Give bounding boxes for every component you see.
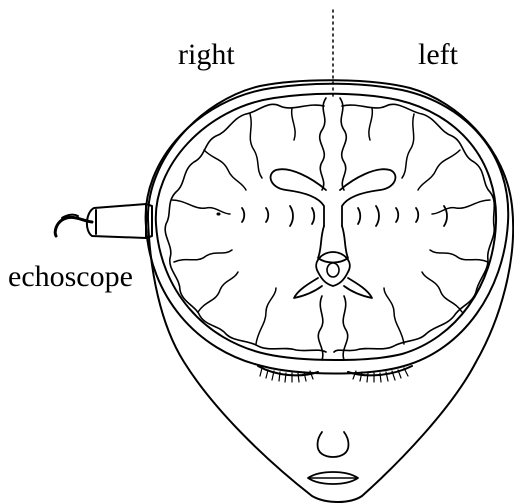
sulcus-left-7 [369, 108, 372, 140]
echo-mark-left-4 [416, 208, 418, 222]
temporal-horn-left [344, 278, 372, 298]
echo-mark-right-4 [312, 208, 314, 224]
sulcus-right-3 [172, 200, 230, 214]
sulcus-right-2 [204, 150, 246, 190]
sulcus-right-4 [174, 250, 232, 262]
longitudinal-fissure-right-edge [320, 98, 326, 190]
echo-mark-left-3 [396, 208, 398, 222]
sulcus-right-1 [250, 114, 262, 178]
sulcus-left-4 [430, 250, 488, 262]
echo-mark-left-2 [376, 206, 379, 226]
sulcus-left-3 [432, 200, 490, 214]
sulcus-right-6 [256, 288, 276, 344]
label-left-hemisphere: left [418, 40, 458, 70]
sulcus-right-5 [198, 272, 238, 312]
sulcus-left-1 [402, 114, 414, 178]
echo-mark-right-3 [290, 206, 293, 226]
nose [318, 432, 349, 457]
label-echoscope: echoscope [8, 262, 133, 292]
echo-mark-right-1 [242, 208, 244, 222]
longitudinal-fissure-left-edge [340, 98, 346, 190]
central-nucleus-inner [327, 263, 339, 277]
label-right-hemisphere: right [178, 40, 235, 70]
head-outline [148, 80, 513, 502]
temporal-horn-right [294, 278, 322, 298]
sulcus-left-5 [422, 272, 462, 312]
sulcus-right-7 [292, 108, 295, 140]
skull-inner-ring [156, 94, 496, 360]
central-nuclei [316, 252, 350, 286]
sulcus-left-2 [418, 150, 460, 190]
lateral-ventricles [271, 169, 396, 226]
echo-mark-left-1 [358, 208, 360, 224]
echo-mark-right-2 [266, 208, 268, 222]
third-ventricle [318, 226, 348, 263]
sulcus-left-6 [384, 288, 404, 344]
